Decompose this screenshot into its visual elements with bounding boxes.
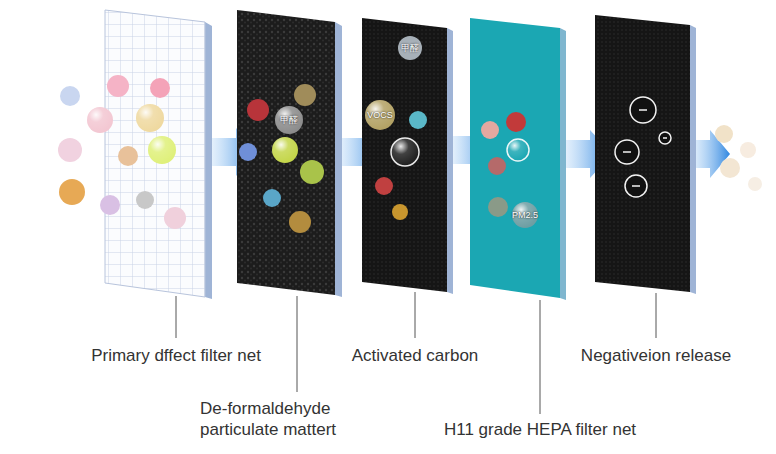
part-label: De-formaldehyde particulate mattert [200, 398, 360, 440]
bubble-text: 甲醛 [280, 115, 298, 125]
filter-panel [595, 15, 696, 294]
part-label: Negativeion release [581, 345, 731, 366]
bubble-text: 甲醛 [401, 43, 419, 53]
pollutant-bubble [58, 36, 762, 233]
bubble-text: VOCS [367, 110, 393, 120]
filter-panel [470, 18, 566, 300]
part-label: Activated carbon [352, 345, 479, 366]
part-label: H11 grade HEPA filter net [444, 419, 636, 440]
part-label: Primary dffect filter net [91, 345, 261, 366]
filter-panel [362, 18, 453, 294]
bubble-highlight [87, 100, 538, 228]
bubble-text: PM2.5 [512, 210, 538, 220]
filter-panel [105, 10, 212, 299]
ion-sign [623, 110, 667, 186]
filter-panel [237, 10, 342, 297]
negative-ion [615, 97, 671, 197]
